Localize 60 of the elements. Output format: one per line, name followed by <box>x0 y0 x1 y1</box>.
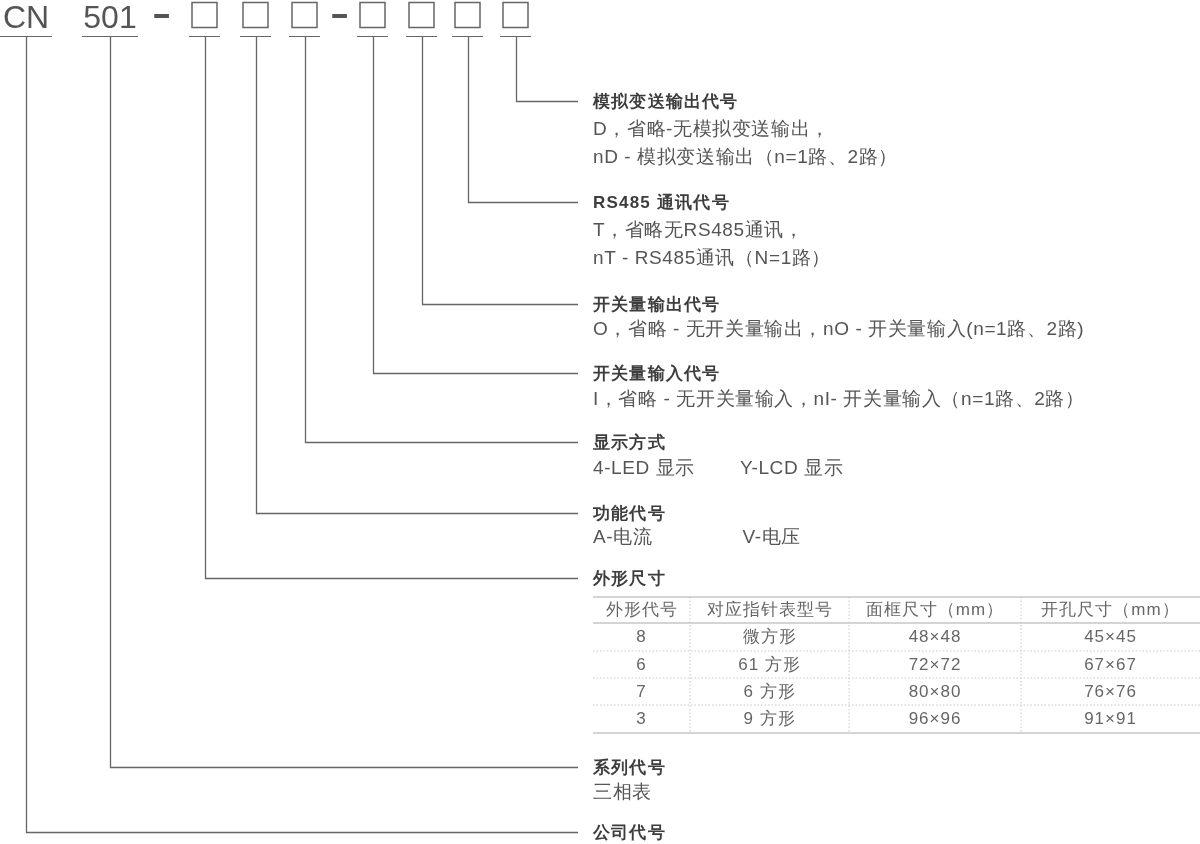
leader-line <box>515 36 579 103</box>
table-value: 67×67 <box>1084 654 1137 675</box>
field-title: 开关量输出代号 <box>593 295 721 315</box>
column-header: 对应指针表型号 <box>706 600 833 620</box>
table-value: 72×72 <box>908 654 962 675</box>
field-title: 功能代号 <box>593 504 666 524</box>
table-value: 7 <box>636 681 647 702</box>
empty-code-box <box>406 0 437 37</box>
table-value: 96×96 <box>908 709 962 729</box>
table-value: 9 方形 <box>743 709 796 729</box>
option-text: T，省略无RS485通讯， <box>593 218 804 242</box>
option-text: A-电流 <box>593 525 653 549</box>
column-header: 面框尺寸（mm） <box>865 600 1005 620</box>
leader-line <box>467 36 579 204</box>
field-title: 开关量输入代号 <box>593 364 721 384</box>
table-value: 6 <box>636 654 647 675</box>
leader-line <box>372 36 579 375</box>
option-text: Y-LCD 显示 <box>739 456 844 480</box>
option-text: I，省略 - 无开关量输入，nI- 开关量输入（n=1路、2路） <box>593 387 1085 411</box>
empty-code-box <box>240 0 271 37</box>
field-title: 系列代号 <box>593 758 666 778</box>
table-value: 80×80 <box>908 681 962 702</box>
leader-line <box>255 36 579 515</box>
option-text: D，省略-无模拟变送输出， <box>593 117 830 141</box>
table-value: 91×91 <box>1084 709 1137 729</box>
table-value: 76×76 <box>1084 681 1137 702</box>
table-value: 45×45 <box>1084 627 1137 647</box>
column-header: 外形代号 <box>605 600 678 620</box>
table-value: 8 <box>636 627 647 647</box>
table-value: 6 方形 <box>743 681 796 702</box>
option-text: O，省略 - 无开关量输出，nO - 开关量输入(n=1路、2路) <box>593 317 1085 341</box>
empty-code-box <box>357 0 388 37</box>
option-text: nD - 模拟变送输出（n=1路、2路） <box>593 145 898 169</box>
empty-code-box <box>452 0 483 37</box>
option-text: 4-LED 显示 <box>593 456 695 480</box>
field-title: 显示方式 <box>593 433 666 453</box>
model-code: 501 <box>82 0 138 37</box>
code-dash: - <box>330 0 350 30</box>
leader-line <box>25 36 579 834</box>
leader-line <box>109 36 579 769</box>
leader-line <box>421 36 579 306</box>
field-title: RS485 通讯代号 <box>593 193 730 213</box>
table-value: 48×48 <box>908 627 962 647</box>
empty-code-box <box>289 0 320 37</box>
field-title: 公司代号 <box>593 823 666 843</box>
option-text: 三相表 <box>593 780 652 804</box>
table-value: 3 <box>636 709 647 729</box>
option-text: V-电压 <box>742 525 801 549</box>
field-title: 模拟变送输出代号 <box>593 92 739 112</box>
code-dash: - <box>152 0 172 30</box>
empty-code-box <box>189 0 220 37</box>
empty-code-box <box>500 0 531 37</box>
leader-line <box>304 36 579 444</box>
table-value: 61 方形 <box>738 654 801 675</box>
option-text: nT - RS485通讯（N=1路） <box>593 246 831 270</box>
field-title: 外形尺寸 <box>593 569 666 589</box>
table-value: 微方形 <box>742 627 797 647</box>
model-code: CN <box>0 0 52 37</box>
column-header: 开孔尺寸（mm） <box>1041 600 1180 620</box>
leader-line <box>204 36 579 580</box>
